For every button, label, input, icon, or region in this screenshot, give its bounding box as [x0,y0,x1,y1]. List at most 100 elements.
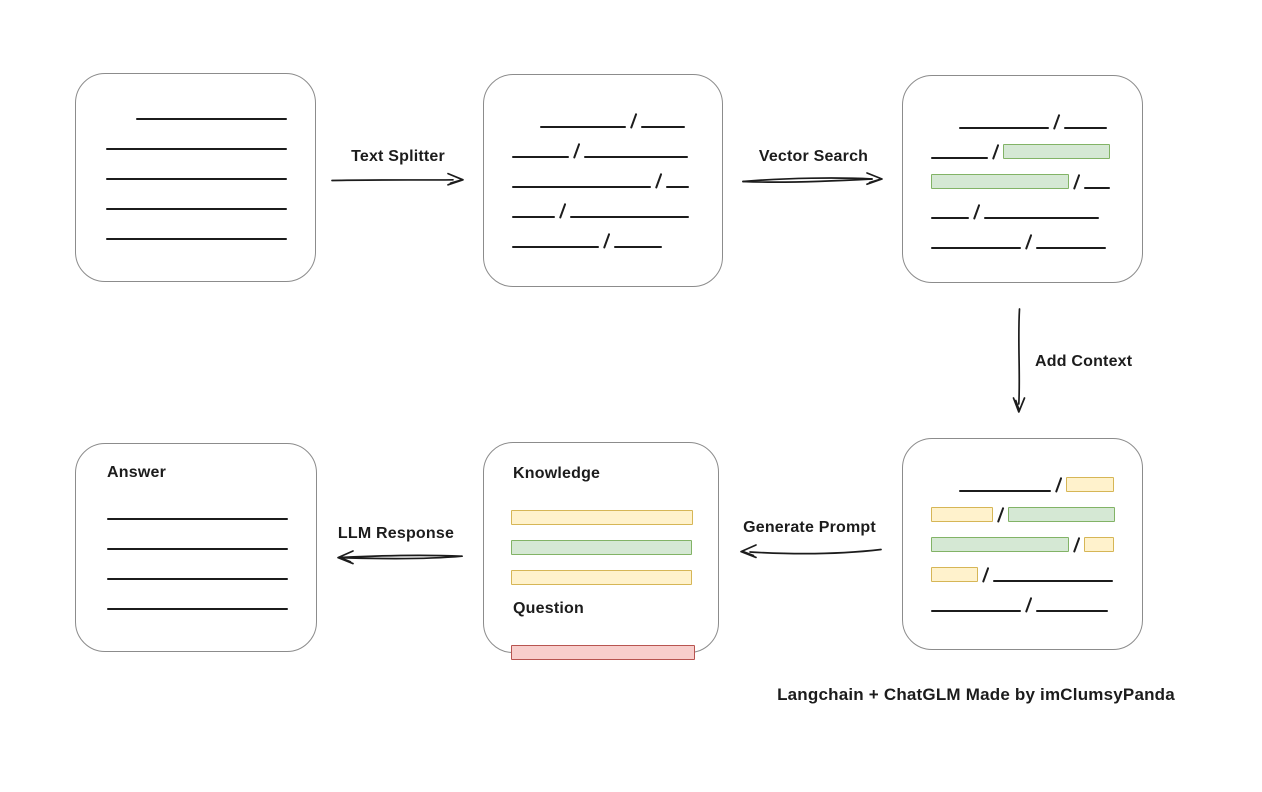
slash-separator [1072,537,1081,553]
chunk-row [540,98,722,129]
slash-separator [558,203,567,219]
text-line [1036,247,1107,249]
slash-separator [1052,114,1061,130]
chunk-row [136,90,315,120]
text-line [614,246,663,248]
text-line [106,148,287,150]
knowledge-bars [511,495,718,585]
vector-search-arrow: Vector Search [741,147,886,193]
text-line [107,518,288,520]
matched-chunks-node [902,75,1143,283]
yellow-chunk [1066,477,1115,492]
answer-text-lines [107,490,316,610]
text-line [512,186,651,188]
text-line [931,157,988,159]
split-text-lines [484,75,722,249]
slash-separator [996,507,1005,523]
chunk-row [511,495,718,525]
green-chunk [931,537,1069,552]
right-double-arrow-icon [742,172,883,186]
chunk-row [106,210,315,240]
chunk-row [931,219,1142,250]
text-line [931,217,969,219]
chunk-row [931,522,1142,553]
down-arrow-icon [1012,308,1026,413]
text-line [993,580,1114,582]
chunk-row [931,129,1142,160]
generate-prompt-arrow: Generate Prompt [736,518,883,564]
chunk-row [511,555,718,585]
text-line [570,216,690,218]
add-context-arrow: Add Context [1006,306,1176,418]
text-line [512,216,555,218]
text-splitter-label: Text Splitter [351,148,445,165]
slash-separator [1072,174,1081,190]
right-arrow-icon [331,172,464,186]
text-splitter-arrow: Text Splitter [330,147,466,193]
answer-label: Answer [107,464,166,481]
question-label: Question [513,600,584,617]
text-line [106,208,287,210]
chunk-row [107,580,316,610]
slash-separator [991,144,1000,160]
chunk-row [931,582,1142,613]
text-line [540,126,626,128]
document-node [75,73,316,282]
document-text-lines [76,74,315,240]
slash-separator [602,233,611,249]
red-chunk [511,645,695,660]
text-line [106,238,287,240]
slash-separator [629,113,638,129]
context-chunks-lines [903,439,1142,613]
answer-node: Answer [75,443,317,652]
left-double-arrow-icon [337,550,463,565]
text-line [512,246,599,248]
yellow-chunk [931,507,993,522]
green-chunk [931,174,1069,189]
text-line [1064,127,1108,129]
text-line [584,156,689,158]
vector-search-label: Vector Search [758,148,869,165]
text-line [107,608,288,610]
diagram-caption: Langchain + ChatGLM Made by imClumsyPand… [777,685,1175,704]
chunk-row [107,520,316,550]
text-line [641,126,686,128]
green-chunk [1003,144,1111,159]
chunk-row [511,525,718,555]
slash-separator [572,143,581,159]
text-line [666,186,690,188]
slash-separator [1024,597,1033,613]
chunk-row [512,218,722,249]
chunk-row [106,150,315,180]
llm-response-label: LLM Response [337,525,455,542]
chunk-row [107,550,316,580]
chunk-row [106,180,315,210]
chunk-row [511,630,718,660]
text-line [959,127,1049,129]
generate-prompt-label: Generate Prompt [743,519,876,536]
chunk-row [931,552,1142,583]
slash-separator [1024,234,1033,250]
text-line [931,247,1021,249]
chunk-row [959,99,1142,130]
yellow-chunk [931,567,978,582]
text-line [512,156,569,158]
text-line [136,118,287,120]
chunk-row [512,128,722,159]
green-chunk [1008,507,1116,522]
chunk-row [106,120,315,150]
split-text-node [483,74,723,287]
chunk-row [512,188,722,219]
question-bar [511,630,718,660]
yellow-chunk [511,510,693,525]
text-line [1036,610,1109,612]
text-line [984,217,1100,219]
slash-separator [654,173,663,189]
text-line [106,178,287,180]
chunk-row [512,158,722,189]
context-chunks-node [902,438,1143,650]
prompt-node: Knowledge Question [483,442,719,660]
chunk-row [931,159,1142,190]
text-line [107,578,288,580]
